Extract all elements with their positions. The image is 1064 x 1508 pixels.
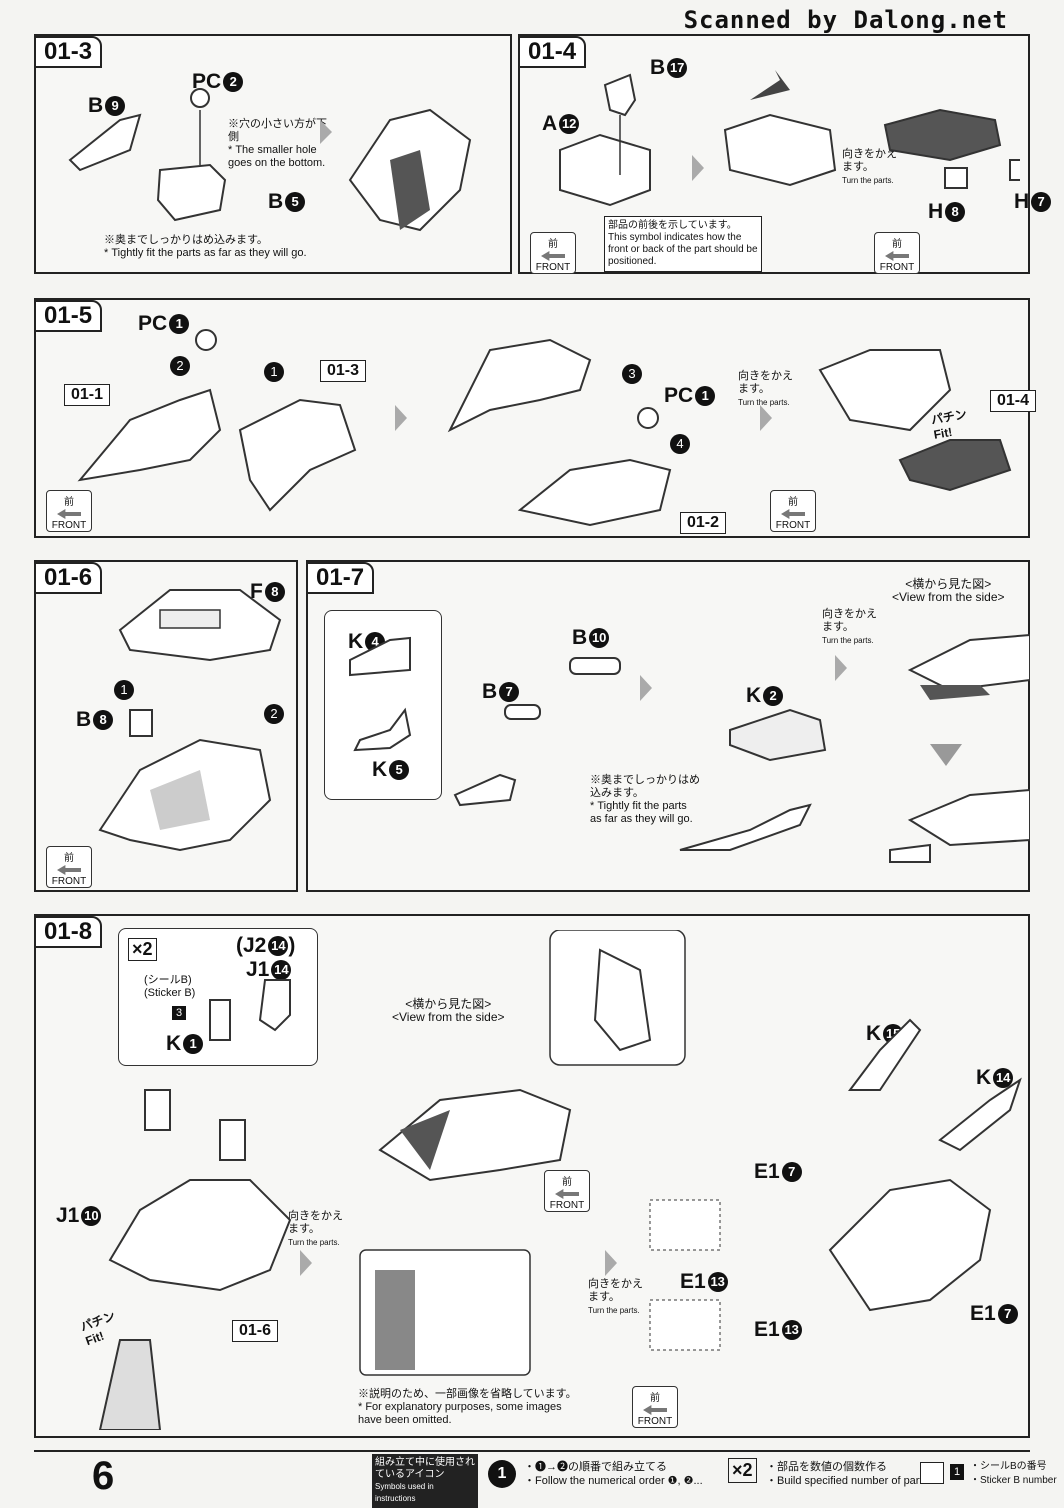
turn-parts-note-01-4: 向きをかえます。Turn the parts. [842, 148, 897, 185]
legend-order-icon: 1 [488, 1460, 516, 1488]
sticker-b-label: (シールB)(Sticker B) [144, 974, 196, 999]
front-symbol-explanation: 部品の前後を示しています。This symbol indicates how t… [604, 216, 762, 272]
step-01-5-illustration [77, 329, 1012, 527]
legend-sticker-text: ・シールBの番号・Sticker B number [970, 1461, 1057, 1486]
turn-parts-note-01-5: 向きをかえます。Turn the parts. [738, 370, 793, 407]
step-01-4-tag: 01-4 [518, 36, 587, 68]
note-smaller-hole: ※穴の小さい方が下側* The smaller hole goes on the… [228, 118, 327, 169]
note-tightly-fit-01-3: ※奥までしっかりはめ込みます。* Tightly fit the parts a… [104, 234, 307, 259]
ref-01-2: 01-2 [680, 512, 727, 534]
note-omitted-images: ※説明のため、一部画像を省略しています。* For explanatory pu… [358, 1388, 577, 1426]
ref-01-4: 01-4 [990, 390, 1037, 412]
view-from-side-01-7: <横から見た図><View from the side> [892, 577, 1005, 604]
legend-order-text: ・❶→❷の順番で組み立てる・Follow the numerical order… [524, 1461, 703, 1487]
note-tightly-fit-01-7: ※奥までしっかりはめ込みます。* Tightly fit the parts a… [590, 774, 700, 825]
legend-multiply-icon: ×2 [728, 1458, 757, 1483]
footer-rule [34, 1450, 1030, 1452]
step-01-5-tag: 01-5 [34, 300, 103, 332]
step-01-3-illustration [68, 88, 472, 232]
step-01-8-illustration [98, 930, 1022, 1430]
sticker-number-badge: 3 [172, 1006, 186, 1020]
step-01-6-illustration [98, 589, 282, 852]
order-num-2-01-6: 2 [264, 704, 284, 724]
step-01-3-tag: 01-3 [34, 36, 103, 68]
turn-parts-note-01-8a: 向きをかえます。Turn the parts. [288, 1210, 343, 1247]
legend-sticker-icon [920, 1462, 944, 1484]
order-num-2: 2 [170, 356, 190, 376]
turn-parts-note-01-7: 向きをかえます。Turn the parts. [822, 608, 877, 645]
order-num-1: 1 [264, 362, 284, 382]
step-01-4-illustration [559, 70, 1020, 207]
ref-01-3: 01-3 [320, 360, 367, 382]
ref-01-6: 01-6 [232, 1320, 279, 1342]
x2-badge: ×2 [128, 938, 157, 961]
order-num-1-01-6: 1 [114, 680, 134, 700]
order-num-4: 4 [670, 434, 690, 454]
step-01-7-tag: 01-7 [306, 562, 375, 594]
page-number: 6 [92, 1454, 115, 1498]
ref-01-1: 01-1 [64, 384, 111, 406]
step-01-6-tag: 01-6 [34, 562, 103, 594]
legend-sticker-num: 1 [950, 1464, 964, 1480]
scanner-watermark: Scanned by Dalong.net [683, 6, 1008, 34]
order-num-3: 3 [622, 364, 642, 384]
step-01-7-illustration [349, 633, 1030, 863]
turn-parts-note-01-8b: 向きをかえます。Turn the parts. [588, 1278, 643, 1315]
legend-multiply-text: ・部品を数値の個数作る・Build specified number of pa… [766, 1461, 932, 1487]
down-arrow-01-7 [930, 744, 962, 766]
view-from-side-01-8: <横から見た図><View from the side> [392, 997, 505, 1024]
step-01-8-tag: 01-8 [34, 916, 103, 948]
